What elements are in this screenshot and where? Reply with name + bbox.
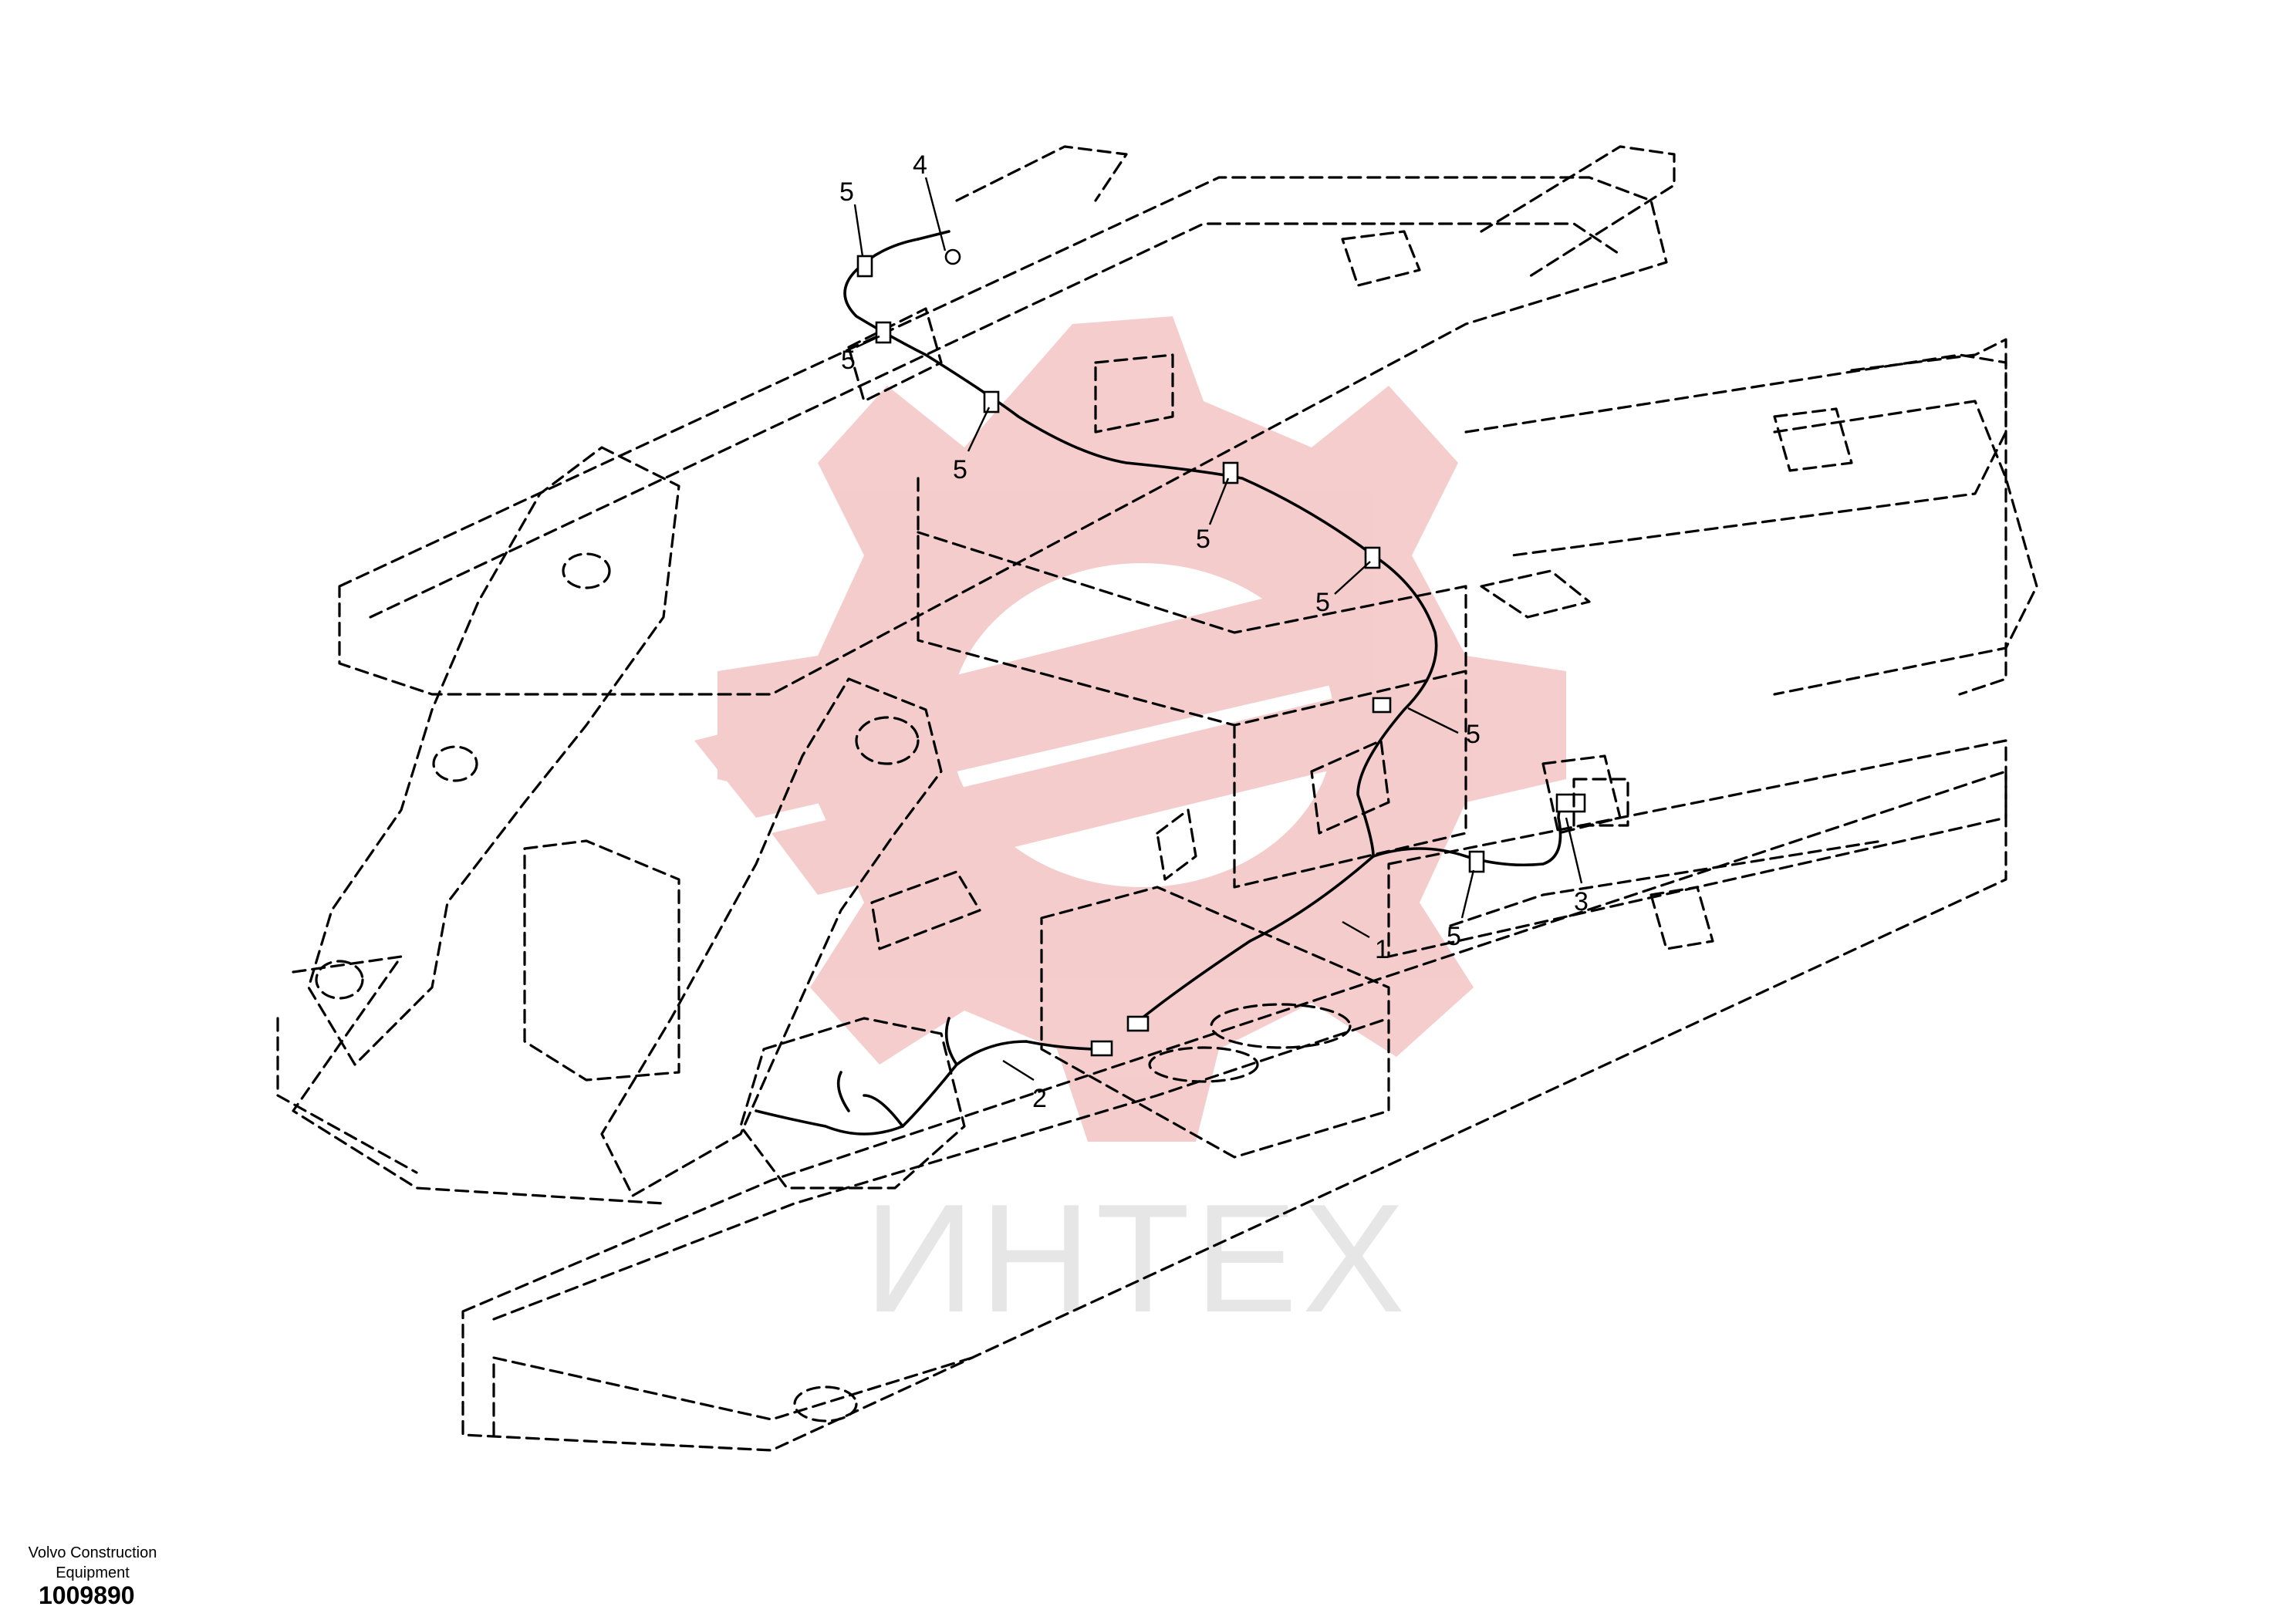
frame-bracket-mid [1094,353,1174,434]
frame-pin-hole-left [432,745,478,782]
frame-left-rail [292,955,665,1205]
frame-boom-foot-right [600,677,943,1197]
frame-right-rail-inner [1773,400,2038,696]
frame-detail-a [955,145,1128,202]
frame-front-chassis-inner [492,1356,974,1436]
frame-slot-1 [1210,1003,1352,1049]
connector-end-main [1126,1015,1150,1032]
watermark-text: ИНТЕХ [864,1173,1410,1345]
frame-pin-hole-upper [562,552,611,589]
frame-rear-member [338,176,1668,696]
frame-right-lower-chassis-inner [1449,839,1884,927]
callout-5-e: 5 [1315,588,1330,617]
frame-pin-hole-right [855,716,920,765]
frame-bracket-right [1541,754,1622,835]
frame-slotted-plate [1040,886,1390,1159]
watermark-swoosh [694,586,1358,818]
frame-detail-lines [847,145,1714,950]
frame-mid-platform-side [1233,670,1467,889]
callout-3: 3 [1574,887,1589,916]
bolt-part-4 [917,230,961,265]
callout-5-c: 5 [953,455,967,484]
frame-bracket-top-right [1480,569,1591,619]
callout-4: 4 [913,150,927,180]
wire-harness-main [843,238,1438,1020]
callout-1: 1 [1375,935,1389,964]
frame-slot-2 [1148,1046,1259,1083]
wire-harness-branch [1372,801,1575,867]
frame-cylinder-block [523,839,680,1082]
callout-5-d: 5 [1196,525,1210,554]
frame-pin-hole-lower [315,960,364,1000]
clip-2 [875,321,892,344]
callout-labels: 4 5 5 5 5 5 5 5 3 1 2 [839,150,1589,1113]
callout-leaders [853,177,1583,1082]
wire-harness-secondary [755,1040,1105,1136]
frame-clutch-block [870,870,981,950]
frame-right-lower-chassis [1387,739,2007,958]
frame-swing-motor [739,1017,966,1190]
publisher-caption: Volvo Construction Equipment [28,1544,157,1581]
clip-4 [1222,461,1239,484]
machine-frame-outline [276,145,2038,1452]
frame-right-rail [1464,353,2007,557]
frame-top-beam [1480,145,1676,279]
frame-rear-member-inner [369,222,1622,619]
connector-part-3 [1555,778,1629,827]
clip-6 [1372,697,1392,714]
clip-3 [983,390,1000,413]
frame-right-end [1850,338,2007,696]
callout-5-a: 5 [839,177,854,207]
connector-end-secondary [1090,1040,1113,1057]
frame-detail-e [1156,808,1197,881]
frame-front-pin-hole [793,1385,858,1423]
watermark-gear-logo: ИНТЕХ [694,316,1566,1345]
callout-5-f: 5 [1466,720,1481,749]
clip-1 [856,255,873,278]
frame-front-chassis-top [492,1017,1390,1321]
frame-boom-foot-left [307,446,680,1066]
frame-bracket-top [1341,230,1421,287]
frame-front-chassis [461,770,2007,1452]
clip-7 [1468,850,1485,873]
frame-bracket-far-right [1773,407,1853,472]
callout-5-g: 5 [1447,922,1461,951]
frame-detail-d [1649,886,1714,950]
drawing-number: 1009890 [39,1581,135,1609]
callout-2: 2 [1032,1084,1047,1113]
wire-harness-secondary-branch [836,1017,958,1128]
frame-detail-b [847,307,943,403]
frame-left-rail-outer [276,1017,418,1174]
frame-detail-c [1310,739,1390,835]
callout-5-b: 5 [841,346,856,375]
